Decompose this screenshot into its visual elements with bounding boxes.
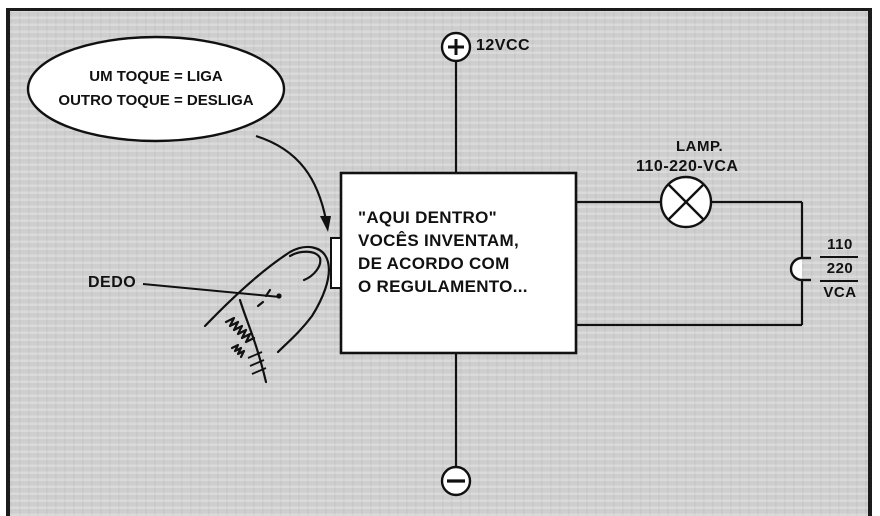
- mains-voltage-220: 220: [826, 260, 854, 277]
- box-text: "AQUI DENTRO" VOCÊS INVENTAM, DE ACORDO …: [358, 206, 568, 298]
- negative-terminal-icon: [440, 465, 472, 497]
- finger-label: DEDO: [88, 274, 137, 291]
- callout-line-1: UM TOQUE = LIGA: [89, 68, 223, 85]
- finger-base-hatch: [247, 351, 267, 375]
- box-line-4: O REGULAMENTO...: [358, 277, 528, 296]
- positive-supply-label: 12VCC: [476, 37, 531, 54]
- callout-arrow: [255, 134, 331, 232]
- circuit-box: [339, 171, 578, 355]
- box-line-1: "AQUI DENTRO": [358, 208, 498, 227]
- lamp-label: LAMP.: [676, 138, 724, 155]
- box-line-2: VOCÊS INVENTAM,: [358, 231, 519, 250]
- box-line-3: DE ACORDO COM: [358, 254, 510, 273]
- wiring: [454, 62, 804, 466]
- mains-socket-icon: [789, 256, 811, 282]
- touch-plate: [330, 237, 342, 289]
- callout-oval: [26, 35, 286, 143]
- finger-label-leader: [142, 283, 281, 298]
- lamp-rating-label: 110-220-VCA: [636, 158, 739, 175]
- callout-text: UM TOQUE = LIGA OUTRO TOQUE = DESLIGA: [40, 65, 272, 113]
- lamp-icon: [659, 175, 713, 229]
- positive-terminal-icon: [440, 31, 472, 63]
- finger-illustration: [203, 245, 330, 384]
- callout-line-2: OUTRO TOQUE = DESLIGA: [58, 92, 254, 109]
- mains-voltage-110: 110: [827, 236, 853, 253]
- mains-unit-vca: VCA: [823, 284, 857, 301]
